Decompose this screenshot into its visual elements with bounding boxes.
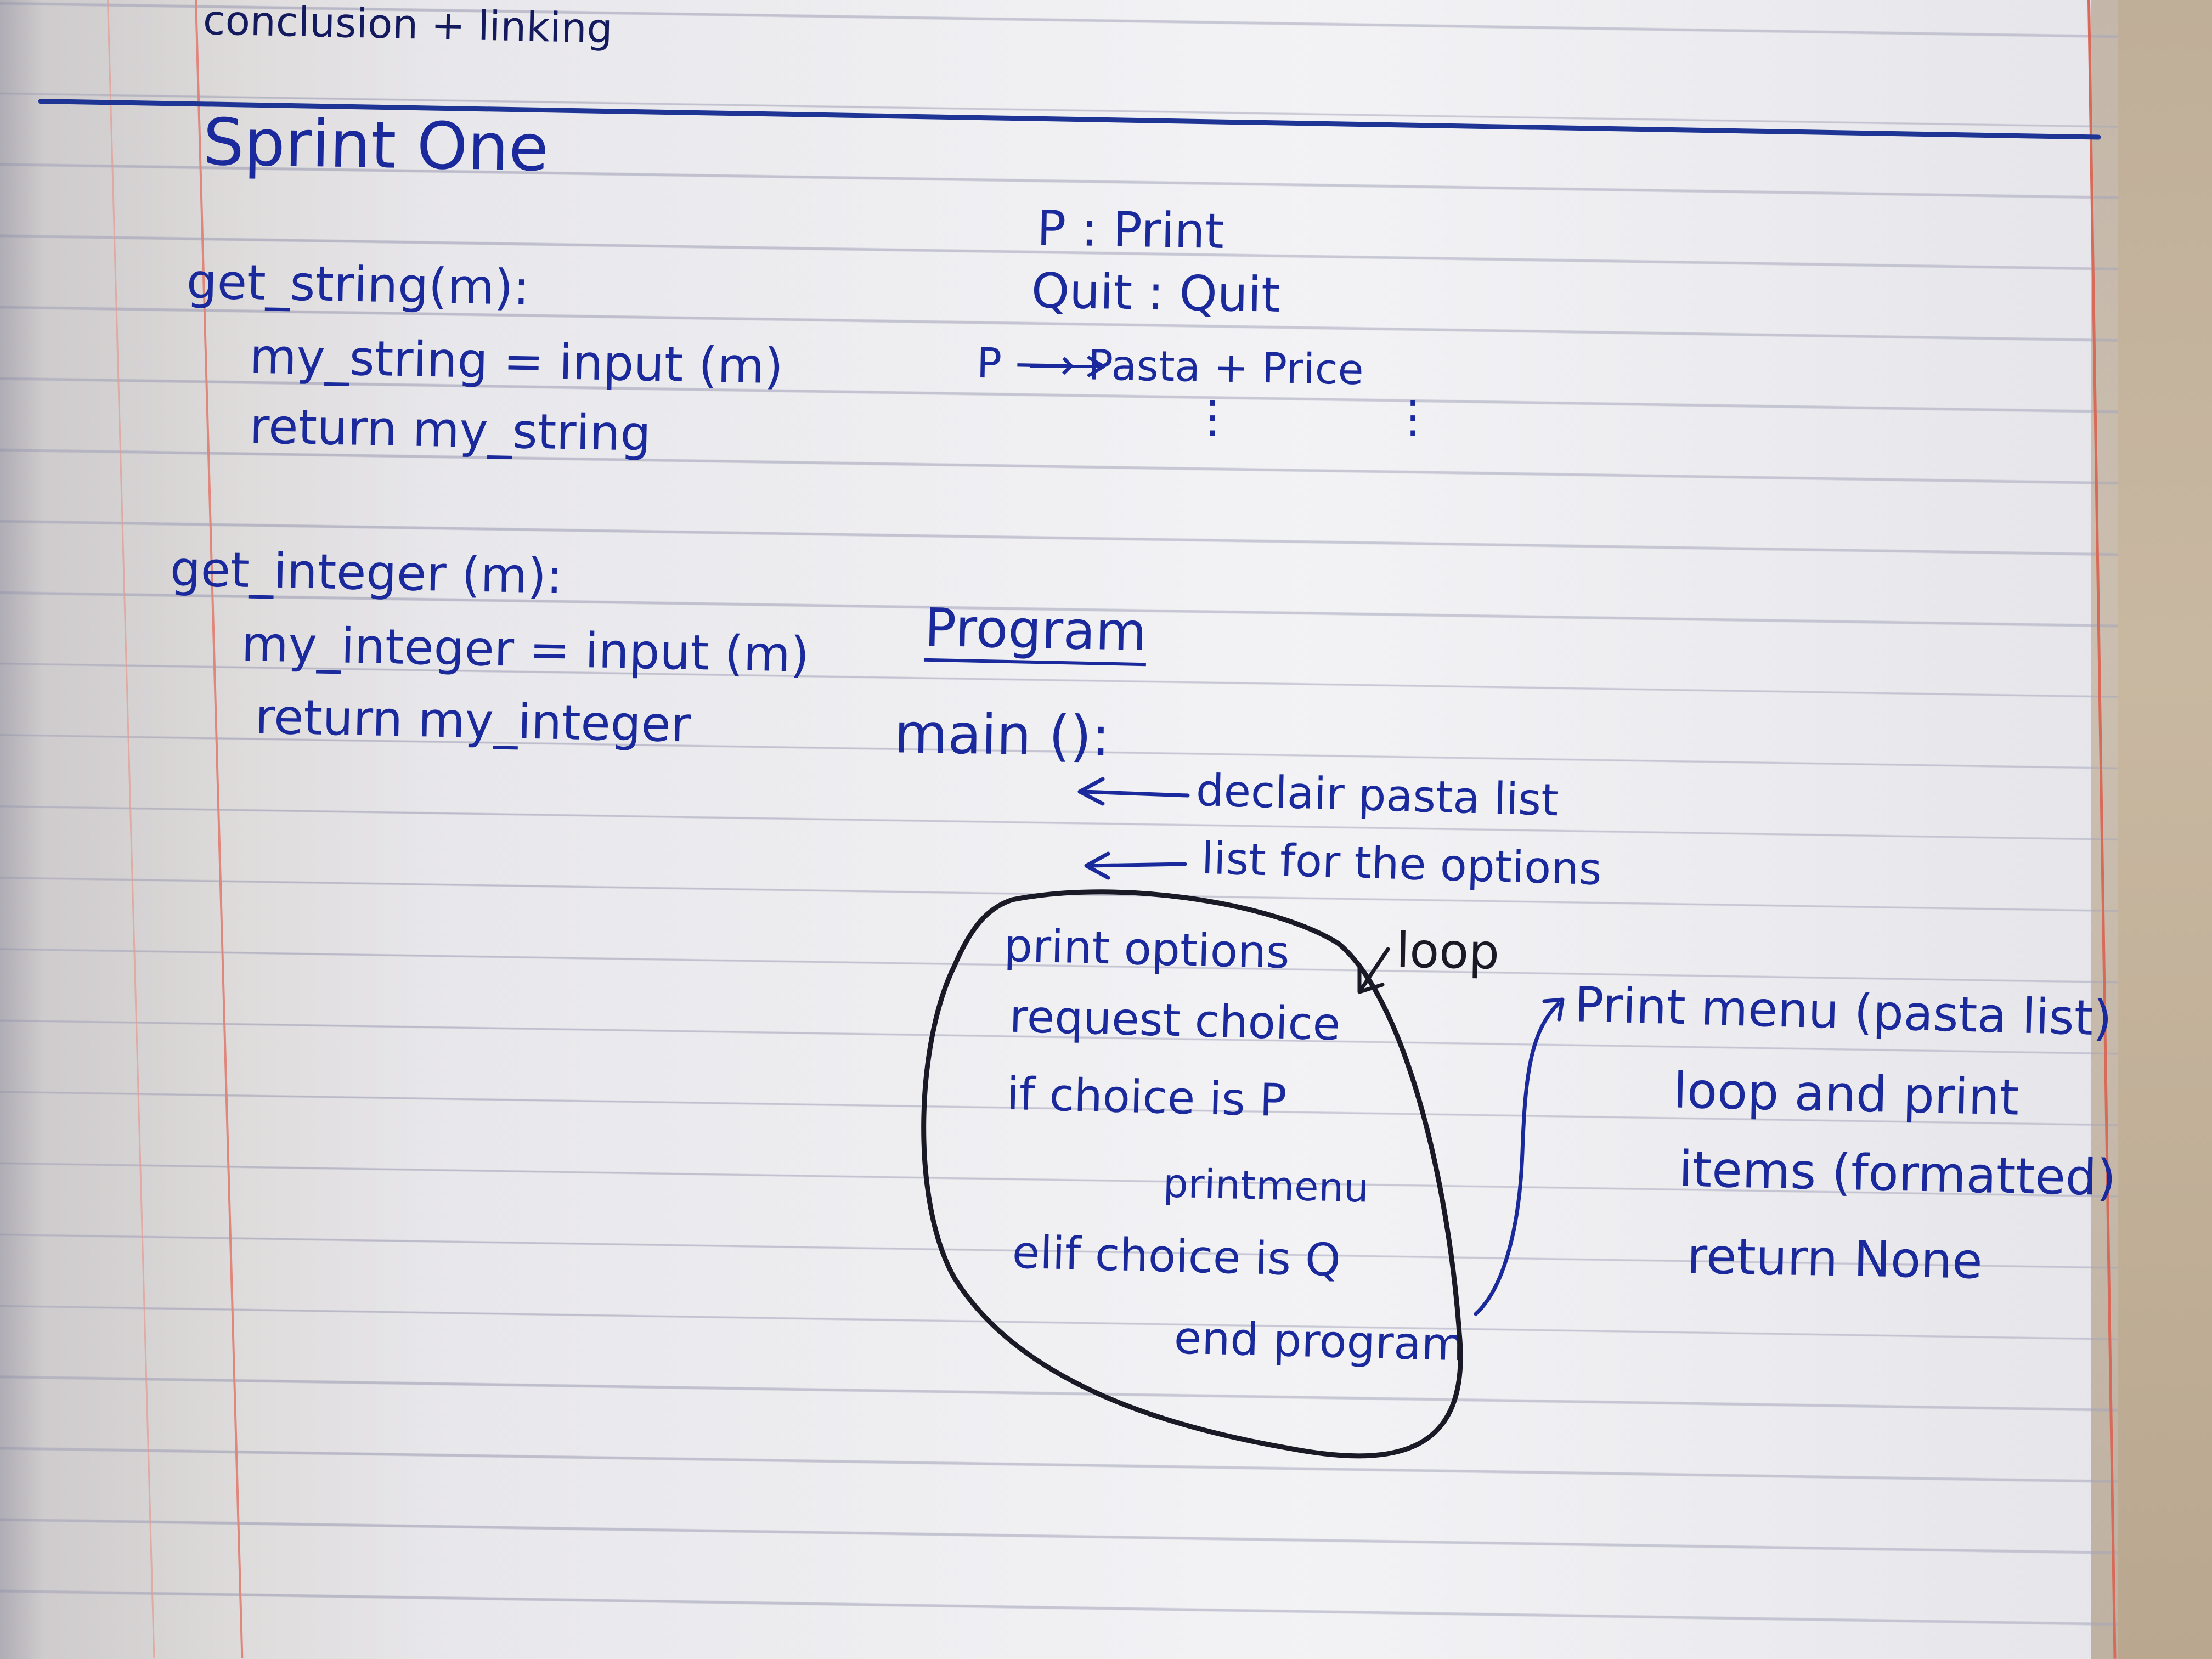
section-title: Sprint One (202, 104, 550, 186)
get-integer-line-1: my_integer = input (m) (241, 616, 810, 683)
loop-line: end program (1173, 1312, 1466, 1372)
print-menu-line-2: items (formatted) (1678, 1140, 2117, 1207)
print-menu-def: Print menu (pasta list) (1573, 976, 2113, 1047)
loop-line: if choice is P (1006, 1068, 1288, 1127)
spine-shadow (0, 0, 44, 1659)
print-menu-line-3: return None (1686, 1227, 1983, 1290)
loop-line: request choice (1008, 990, 1341, 1051)
header-text: conclusion + linking (202, 0, 613, 53)
legend-mapping: P ⟶ Pasta + Price (976, 338, 1364, 394)
get-integer-line-2: return my_integer (255, 688, 691, 753)
get-integer-def: get_integer (m): (170, 540, 563, 605)
legend-quit: Quit : Quit (1031, 262, 1281, 323)
loop-label: loop (1396, 922, 1500, 980)
loop-line: printmenu (1163, 1160, 1369, 1211)
get-string-line-2: return my_string (249, 397, 652, 462)
get-string-def: get_string(m): (186, 253, 531, 316)
main-def: main (): (894, 701, 1111, 769)
program-heading: Program (923, 597, 1147, 667)
get-string-line-1: my_string = input (m) (249, 328, 784, 395)
legend-print: P : Print (1036, 200, 1224, 259)
loop-line: print options (1003, 919, 1290, 979)
loop-line: elif choice is Q (1011, 1226, 1341, 1287)
note-pasta-list: declair pasta list (1195, 764, 1559, 826)
print-menu-line-1: loop and print (1672, 1062, 2020, 1127)
continuation-dots: ⋮ ⋮ (1190, 391, 1506, 442)
note-options-list: list for the options (1200, 832, 1602, 895)
